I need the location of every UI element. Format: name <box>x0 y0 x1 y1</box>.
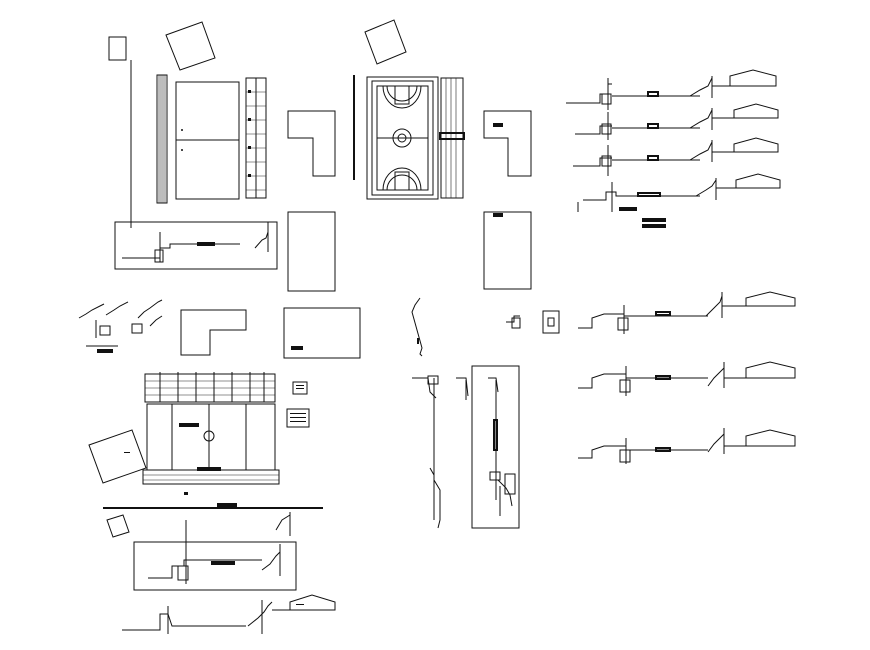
section-lower-1 <box>578 292 795 334</box>
legend-box-1 <box>293 382 307 394</box>
basketball-court-plan <box>354 20 464 199</box>
bleacher-right <box>246 78 266 198</box>
court-section-detail <box>115 222 277 269</box>
small-details-left <box>79 300 162 352</box>
site-sections-top-right <box>566 70 780 227</box>
site-sections-right <box>578 292 795 464</box>
section-row-1 <box>566 70 776 110</box>
l-shape-plan-3 <box>181 310 246 355</box>
rotated-key-plan-2 <box>89 430 146 483</box>
rotated-site-plan-thumb <box>166 22 215 70</box>
rotated-key-plan <box>365 20 406 64</box>
section-row-4 <box>578 174 780 227</box>
pier-details <box>506 311 559 333</box>
court-plan-left <box>109 22 277 269</box>
small-sheet-note <box>109 37 126 60</box>
bottom-left-section <box>107 512 335 634</box>
legend-box-2 <box>287 409 309 427</box>
bleacher-left <box>157 75 167 203</box>
l-shape-plan-2 <box>484 111 531 176</box>
vertical-elevation <box>412 298 519 528</box>
rect-plan-1 <box>288 212 335 291</box>
rect-plan-3 <box>284 308 360 358</box>
rect-plan-2 <box>484 212 531 289</box>
elevation-frame <box>472 366 519 528</box>
section-row-3 <box>573 138 778 176</box>
stadium-plan <box>89 372 323 508</box>
section-row-2 <box>575 104 778 140</box>
section-lower-3 <box>578 428 795 464</box>
section-lower-2 <box>578 362 795 396</box>
l-shape-plan-1 <box>288 111 335 176</box>
